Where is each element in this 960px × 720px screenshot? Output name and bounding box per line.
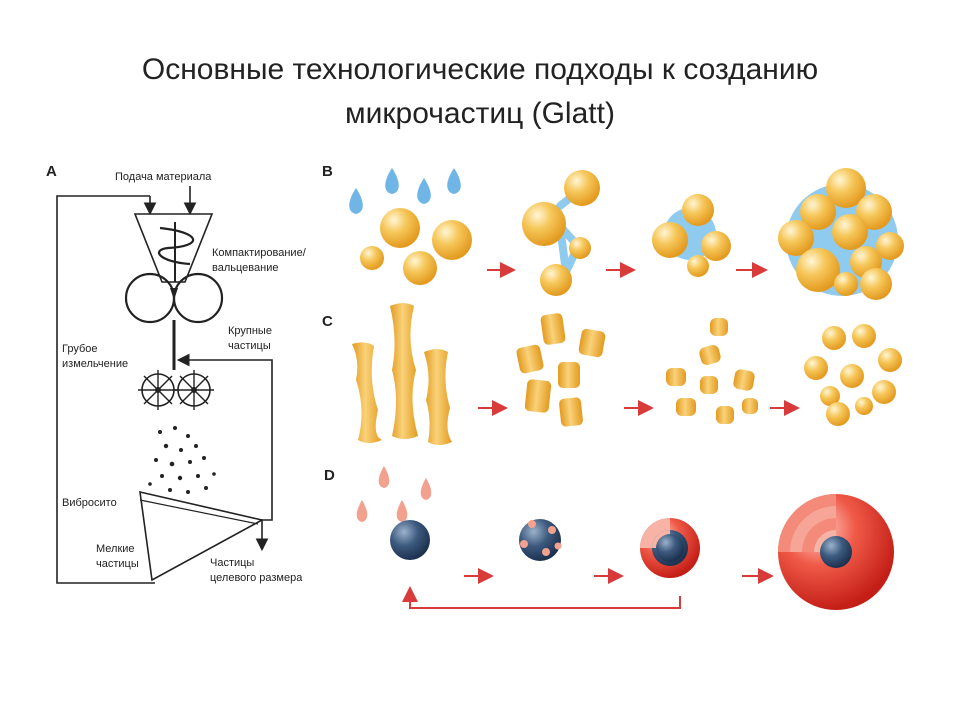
label-crush-1: Грубое [62, 343, 98, 355]
coarse-return-line [176, 353, 273, 521]
b-stage-1 [349, 168, 472, 285]
b1-sphere [360, 246, 384, 270]
roller-left [124, 272, 176, 324]
nip-material [170, 288, 178, 300]
label-compaction-2: вальцевание [212, 262, 278, 274]
b1-sphere [403, 251, 437, 285]
coating-drops [356, 466, 432, 522]
label-fine-1: Мелкие [96, 543, 135, 555]
b-stage-2 [522, 170, 600, 296]
crusher-right [174, 370, 214, 410]
slide-title: Основные технологические подходы к созда… [0, 48, 960, 136]
sieve-body [139, 490, 265, 582]
b1-sphere [380, 208, 420, 248]
d-recycle-arrow [402, 586, 681, 609]
label-compaction-1: Компактирование/ [212, 247, 307, 259]
panel-c: C [322, 303, 902, 445]
panel-label-c: C [322, 313, 333, 330]
d-stage-1 [356, 466, 432, 560]
core-particle [390, 520, 430, 560]
title-line-2: микрочастиц (Glatt) [345, 97, 615, 130]
b-stage-3 [652, 194, 731, 277]
panel-label-b: B [322, 163, 333, 180]
sieve-mesh [139, 499, 259, 525]
b-stage-4 [778, 168, 904, 300]
panel-label-a: A [46, 163, 57, 180]
c-stage-2 [516, 313, 606, 427]
crusher-left [138, 370, 178, 410]
label-fine-2: частицы [96, 558, 139, 570]
label-coarse-2: частицы [228, 340, 271, 352]
b1-sphere [432, 220, 472, 260]
c-stage-3 [666, 318, 758, 424]
d-stage-3 [640, 518, 700, 578]
falling-granules [148, 426, 216, 494]
panel-a: A Подача материала Компактирование/ валь… [46, 163, 307, 584]
label-sieve: Вибросито [62, 497, 117, 509]
panel-label-d: D [324, 467, 335, 484]
label-coarse-1: Крупные [228, 325, 272, 337]
label-crush-2: измельчение [62, 358, 128, 370]
label-feed: Подача материала [115, 171, 212, 183]
label-target-2: целевого размера [210, 572, 303, 584]
title-line-1: Основные технологические подходы к созда… [141, 53, 819, 86]
auger-screw [158, 226, 194, 266]
hopper [133, 213, 214, 283]
panel-b: B [322, 163, 904, 300]
c-stage-1 [352, 303, 452, 445]
recycle-line-left [56, 195, 155, 584]
panel-d: D [324, 466, 894, 610]
d-stage-2 [519, 519, 562, 561]
roller-right [172, 272, 224, 324]
c-stage-4 [804, 324, 902, 426]
d-stage-4 [778, 494, 894, 610]
binder-drops [349, 168, 461, 214]
label-target-1: Частицы [210, 557, 254, 569]
